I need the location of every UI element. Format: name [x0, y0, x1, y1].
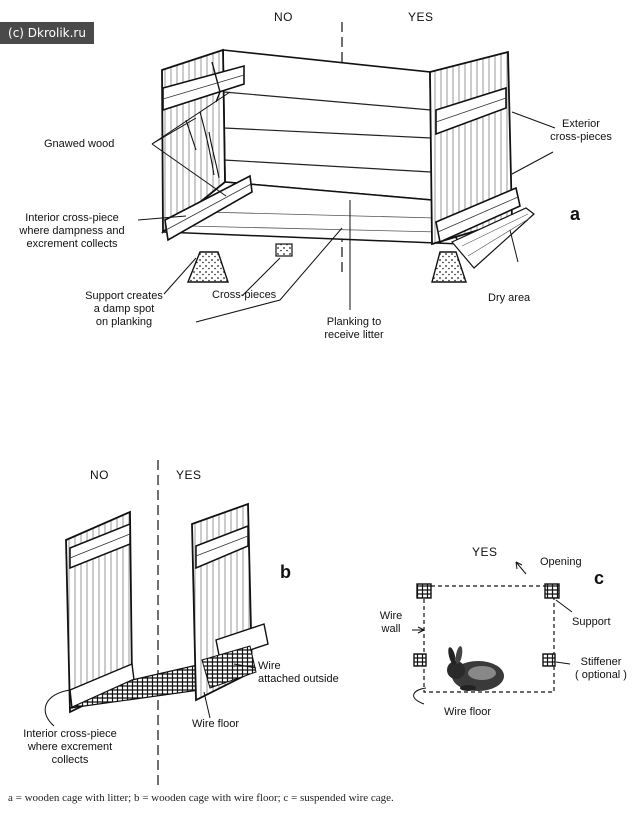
panel-c-support-right: [544, 583, 560, 599]
figure-caption: a = wooden cage with litter; b = wooden …: [8, 792, 394, 804]
interior-cross-piece-label-b: Interior cross-piece where excrement col…: [4, 728, 136, 767]
wire-attached-line-1: Wire: [258, 660, 281, 672]
interior-cross-piece-line-1: Interior cross-piece: [25, 212, 119, 224]
interior-cross-piece-line-3: excrement collects: [26, 238, 118, 250]
panel-b-no-heading: NO: [90, 468, 109, 482]
planking-label: Planking to receive litter: [316, 316, 392, 342]
planking-line-1: Planking to: [326, 316, 382, 328]
wire-attached-line-2: attached outside: [258, 673, 339, 685]
interior-cross-piece-b-line-2: where excrement: [27, 741, 113, 753]
wire-wall-line-1: Wire: [379, 610, 403, 622]
gnawed-wood-label: Gnawed wood: [44, 138, 115, 150]
panel-c-stiffener-right: [542, 653, 556, 667]
panel-a-letter: a: [570, 204, 581, 224]
panel-a-right-upper-crosspiece: [435, 86, 507, 136]
opening-label: Opening: [540, 556, 582, 568]
panel-b-yes-heading: YES: [176, 468, 202, 482]
exterior-cross-pieces-line-1: Exterior: [562, 118, 600, 130]
stiffener-line-1: Stiffener: [580, 656, 622, 668]
exterior-cross-pieces-label: Exterior cross-pieces: [536, 118, 626, 144]
panel-b-wire-outside: [201, 645, 257, 689]
watermark: (c) Dkrolik.ru: [0, 22, 94, 44]
stiffener-line-2: ( optional ): [575, 669, 627, 681]
panel-c-support-left: [416, 583, 432, 599]
panel-c-cage: [412, 561, 573, 705]
panel-b-cage: [44, 460, 269, 790]
panel-a-cage: [137, 22, 556, 323]
support-damp-label: Support creates a damp spot on planking: [70, 290, 178, 329]
support-label: Support: [572, 616, 611, 628]
panel-c-yes-heading: YES: [472, 545, 498, 559]
panel-a-exterior-crosspiece: [435, 186, 521, 244]
panel-a-no-heading: NO: [274, 10, 293, 24]
wire-attached-label: Wire attached outside: [258, 660, 348, 686]
panel-a-left-upper-crosspiece: [162, 64, 245, 112]
planking-line-2: receive litter: [324, 329, 384, 341]
support-damp-line-1: Support creates: [85, 290, 163, 302]
wire-floor-label-b: Wire floor: [192, 718, 240, 730]
panel-b-right-upper-crosspiece: [195, 524, 249, 570]
wire-floor-label-c: Wire floor: [444, 706, 492, 718]
panel-a-floor-crosspiece: [275, 243, 293, 257]
panel-c-wire-outline: [423, 585, 555, 693]
exterior-cross-pieces-line-2: cross-pieces: [550, 131, 612, 143]
panel-c-stiffener-left: [413, 653, 427, 667]
wire-wall-line-2: wall: [381, 623, 401, 635]
support-damp-line-2: a damp spot: [93, 303, 155, 315]
panel-a-left-support: [186, 251, 229, 283]
interior-cross-piece-line-2: where dampness and: [19, 225, 125, 237]
panel-a-back-wall: [222, 49, 433, 201]
wire-wall-label: Wire wall: [374, 610, 408, 636]
panel-c-letter: c: [594, 568, 605, 588]
dry-area-label: Dry area: [488, 292, 531, 304]
panel-a-interior-crosspiece: [164, 174, 253, 242]
rabbit-illustration: [447, 646, 504, 691]
support-damp-line-3: on planking: [95, 316, 153, 328]
interior-cross-piece-label-a: Interior cross-piece where dampness and …: [4, 212, 140, 251]
panel-b-letter: b: [280, 562, 291, 582]
interior-cross-piece-b-line-1: Interior cross-piece: [23, 728, 117, 740]
interior-cross-piece-b-line-3: collects: [51, 754, 89, 766]
panel-b-right-exterior-crosspiece: [215, 623, 269, 661]
cross-pieces-label: Cross-pieces: [212, 289, 277, 301]
stiffener-label: Stiffener ( optional ): [568, 656, 634, 682]
panel-a-right-support: [431, 251, 467, 283]
panel-a-yes-heading: YES: [408, 10, 434, 24]
